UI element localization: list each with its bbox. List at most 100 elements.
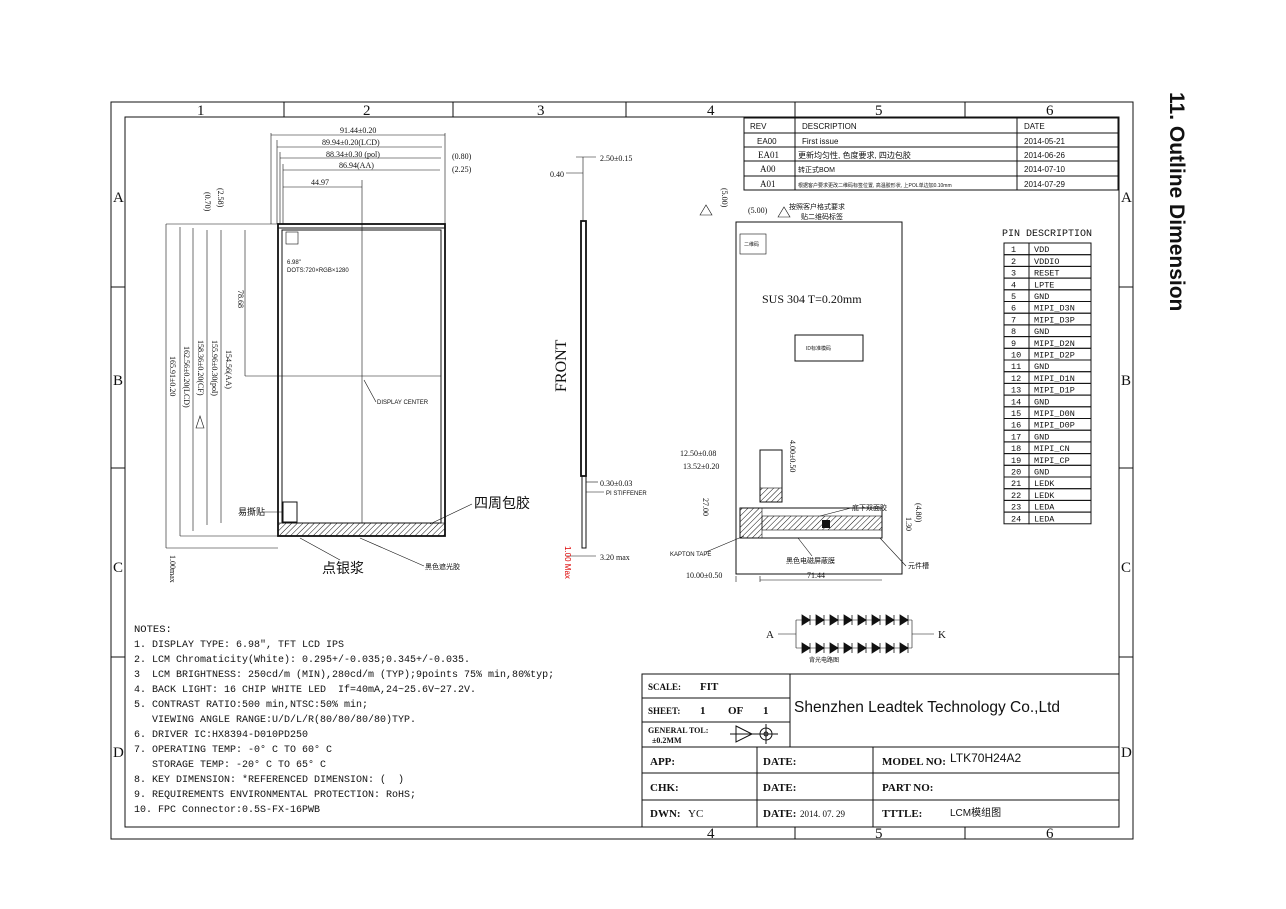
pin-name: MIPI_D2P (1034, 351, 1075, 361)
label-box (794, 334, 864, 362)
dim-500-horz: (5.00) (748, 206, 768, 215)
part-label: PART NO: (882, 782, 933, 794)
pin-name: MIPI_D2N (1034, 339, 1075, 349)
col-label: 6 (1046, 826, 1054, 842)
pin-number: 2 (1011, 257, 1016, 267)
row-label: A (113, 190, 124, 206)
dim-width-aa: 86.94(AA) (339, 161, 374, 170)
date-label-chk: DATE: (763, 782, 796, 794)
pin-number-cell (1003, 301, 1030, 314)
dim-overall-height: 165.91±0.20 (168, 356, 177, 396)
col-label: 5 (875, 826, 883, 842)
note-line: 9. REQUIREMENTS ENVIRONMENTAL PROTECTION… (134, 790, 416, 801)
screen-size: 6.98" (287, 260, 301, 266)
pin-number: 16 (1011, 421, 1021, 431)
outer-frame (110, 101, 1134, 840)
row-label: B (113, 373, 123, 389)
dots-spec: DOTS:720×RGB×1280 (287, 268, 349, 274)
cathode-label: K (938, 629, 946, 641)
led-diode-icon (829, 642, 839, 654)
dwn-label: DWN: (650, 808, 681, 820)
pin-number-cell (1003, 242, 1030, 256)
dim-080: (0.80) (452, 152, 472, 161)
dim-2700: 27.00 (701, 498, 710, 516)
projection-symbol-icon (730, 724, 778, 744)
pin-name: LEDK (1034, 491, 1055, 501)
col-label: 6 (1046, 103, 1054, 119)
note-line: 2. LCM Chromaticity(White): 0.295+/-0.03… (134, 654, 470, 666)
pin-name: MIPI_D0N (1034, 409, 1075, 419)
date-value: 2014. 07. 29 (800, 809, 846, 819)
pin-number: 15 (1011, 409, 1021, 419)
pin-name: GND (1034, 468, 1049, 478)
date-cell: 2014-07-10 (1024, 165, 1065, 174)
dim-7868: 78.68 (236, 290, 245, 308)
note-line: 3 LCM BRIGHTNESS: 250cd/m (MIN),280cd/m … (134, 669, 554, 681)
pin-name: LEDK (1034, 479, 1055, 489)
row-label: A (1121, 190, 1132, 206)
silver-paste-label: 点银浆 (322, 561, 364, 577)
pin-number: 1 (1011, 245, 1016, 255)
back-view: 二维码 按照客户格式要求 贴二维码标签 (5.00) (5.00) SUS 30… (670, 188, 946, 664)
scale-label: SCALE: (648, 682, 681, 692)
note-qr: 贴二维码标签 (801, 212, 843, 221)
pin-number: 22 (1011, 491, 1021, 501)
row-label: D (113, 745, 124, 761)
side-dim-bottom: 3.20 max (600, 553, 630, 562)
wrap-glue-label: 四周包胶 (474, 495, 530, 512)
notes-title: NOTES: (134, 624, 172, 636)
double-tape-label: 底下双面胶 (852, 503, 887, 512)
pin-number: 10 (1011, 351, 1021, 361)
dim-width-overall: 91.44±0.20 (340, 126, 376, 135)
note-line: 1. DISPLAY TYPE: 6.98", TFT LCD IPS (134, 639, 344, 651)
led-diode-icon (899, 614, 909, 626)
rev-cell: A01 (760, 179, 776, 189)
pin-number: 11 (1011, 362, 1021, 372)
dim-1max: 1.00max (168, 555, 177, 583)
side-dim-top: 2.50±0.15 (600, 154, 632, 163)
desc-header: DESCRIPTION (802, 122, 857, 131)
pin-name: VDDIO (1034, 257, 1060, 267)
led-chain (801, 614, 909, 654)
desc-cell: 更新均匀性, 色度要求, 四边包胶 (798, 150, 911, 160)
dim-258: (2.58) (216, 188, 225, 208)
dim-cf-height: 158.36±0.20(CF) (196, 340, 205, 396)
pin-number: 7 (1011, 315, 1016, 325)
row-label: B (1121, 373, 1131, 389)
pin-name: MIPI_CN (1034, 444, 1070, 454)
side-panel (580, 220, 587, 477)
note-line: 8. KEY DIMENSION: *REFERENCED DIMENSION:… (134, 774, 404, 786)
circuit-label: 背光电路图 (809, 656, 839, 664)
pin-number: 6 (1011, 304, 1016, 314)
led-diode-icon (857, 642, 867, 654)
dim-225: (2.25) (452, 165, 472, 174)
dim-lcd-height: 162.56±0.20(LCD) (182, 346, 191, 408)
date-cell: 2014-06-26 (1024, 151, 1065, 160)
pin-name: MIPI_D3N (1034, 304, 1075, 314)
col-label: 4 (707, 826, 715, 842)
led-diode-icon (871, 642, 881, 654)
date-cell: 2014-07-29 (1024, 180, 1065, 189)
model-label: MODEL NO: (882, 756, 946, 768)
app-label: APP: (650, 756, 675, 768)
side-dim-030: 0.30±0.03 (600, 479, 632, 488)
pin-title: PIN DESCRIPTION (1002, 229, 1092, 240)
easy-tear-tab (282, 501, 298, 523)
black-tape-label: 黑色遮光胶 (425, 562, 460, 571)
led-diode-icon (857, 614, 867, 626)
rev-cell: EA01 (758, 150, 779, 160)
title-value: LCM模组图 (950, 806, 1001, 819)
row-label: D (1121, 745, 1132, 761)
chk-label: CHK: (650, 782, 679, 794)
pin-name: VDD (1034, 245, 1049, 255)
pin-number-cell (1003, 324, 1030, 338)
tol-value: ±0.2MM (652, 736, 682, 745)
scale-value: FIT (700, 681, 719, 693)
dim-7144: 71.44 (807, 571, 825, 580)
rev-cell: A00 (760, 164, 776, 174)
grid-labels: 1 2 3 4 5 6 4 5 6 A B C D A B C D (113, 103, 1132, 842)
pin-number-cell (1003, 254, 1030, 267)
col-label: 3 (537, 103, 545, 119)
display-center-label: DISPLAY CENTER (377, 400, 429, 406)
